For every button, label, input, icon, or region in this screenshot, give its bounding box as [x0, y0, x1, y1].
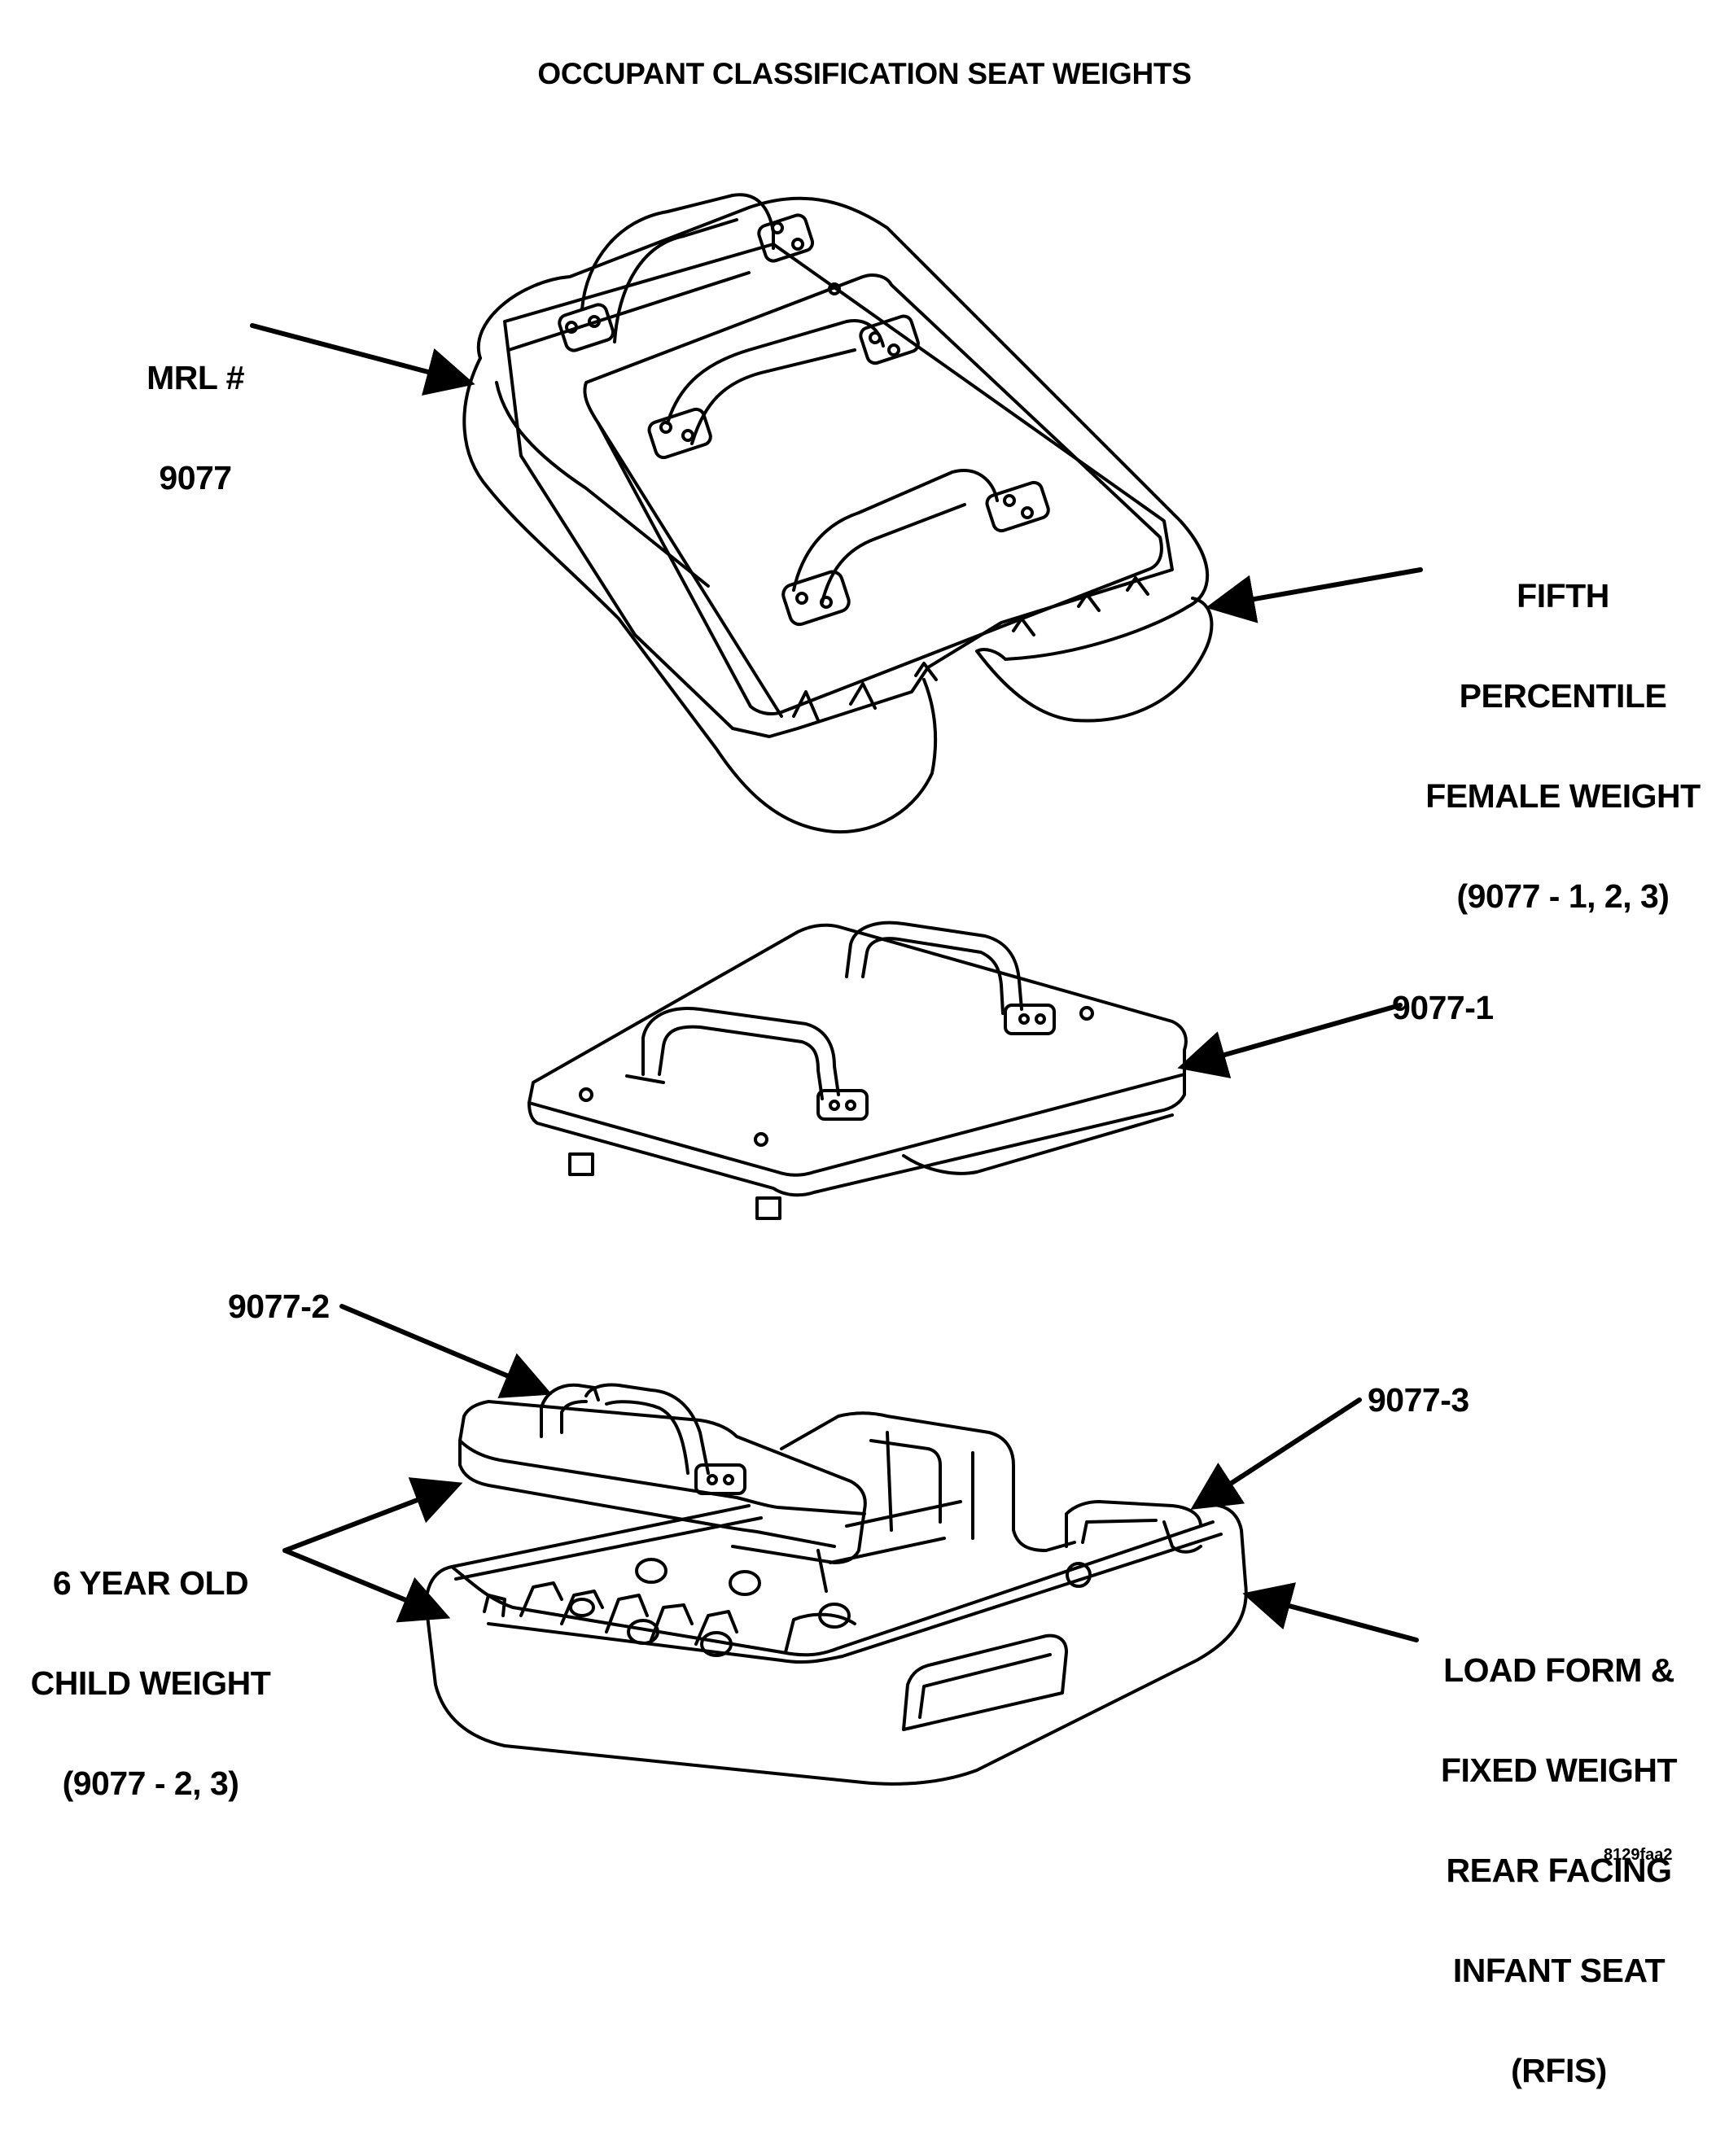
weight-9077-1 [527, 921, 1188, 1220]
label-9077-1: 9077-1 [1392, 989, 1494, 1026]
label-rfis-line: LOAD FORM & [1443, 1651, 1674, 1689]
label-rfis-line: REAR FACING [1446, 1852, 1672, 1889]
illustration [250, 193, 1423, 1786]
label-9077-2: 9077-2 [228, 1288, 330, 1325]
figure-reference: 8129faa2 [1604, 1846, 1673, 1864]
arrow-9077-3 [1190, 1397, 1362, 1510]
label-fifth-percentile: FIFTH PERCENTILE FEMALE WEIGHT (9077 - 1… [1416, 513, 1709, 980]
label-rfis: LOAD FORM & FIXED WEIGHT REAR FACING INF… [1420, 1587, 1697, 2154]
arrow-fifth-percentile [1206, 567, 1423, 623]
leader-arrows [250, 323, 1423, 1642]
arrow-rfis [1242, 1582, 1419, 1642]
label-fifth-line: FIFTH [1517, 577, 1609, 614]
arrow-child-weight-upper [282, 1477, 463, 1553]
label-child-line: 6 YEAR OLD [52, 1564, 249, 1602]
diagram-canvas: OCCUPANT CLASSIFICATION SEAT WEIGHTS [16, 57, 1709, 2088]
label-rfis-line: INFANT SEAT [1452, 1952, 1666, 1989]
label-child-weight: 6 YEAR OLD CHILD WEIGHT (9077 - 2, 3) [16, 1500, 285, 1867]
arrow-9077-1 [1177, 1003, 1403, 1078]
arrow-mrl [250, 323, 475, 396]
label-fifth-line: PERCENTILE [1459, 677, 1667, 715]
label-child-line: CHILD WEIGHT [30, 1664, 271, 1702]
label-fifth-line: FEMALE WEIGHT [1425, 777, 1701, 815]
label-child-line: (9077 - 2, 3) [62, 1765, 239, 1802]
label-fifth-line: (9077 - 1, 2, 3) [1456, 877, 1670, 915]
label-mrl-line: 9077 [159, 459, 232, 496]
label-rfis-line: FIXED WEIGHT [1440, 1751, 1678, 1789]
label-mrl: MRL # 9077 [134, 295, 256, 562]
diagram-title: OCCUPANT CLASSIFICATION SEAT WEIGHTS [537, 57, 1192, 90]
arrow-9077-2 [339, 1304, 553, 1398]
stacked-weights-assembly [462, 193, 1214, 834]
label-9077-3: 9077-3 [1368, 1381, 1469, 1419]
rfis-assembly [424, 1383, 1248, 1786]
label-mrl-line: MRL # [147, 359, 244, 396]
label-rfis-line: (RFIS) [1511, 2052, 1607, 2089]
arrow-child-weight-lower [282, 1548, 451, 1623]
